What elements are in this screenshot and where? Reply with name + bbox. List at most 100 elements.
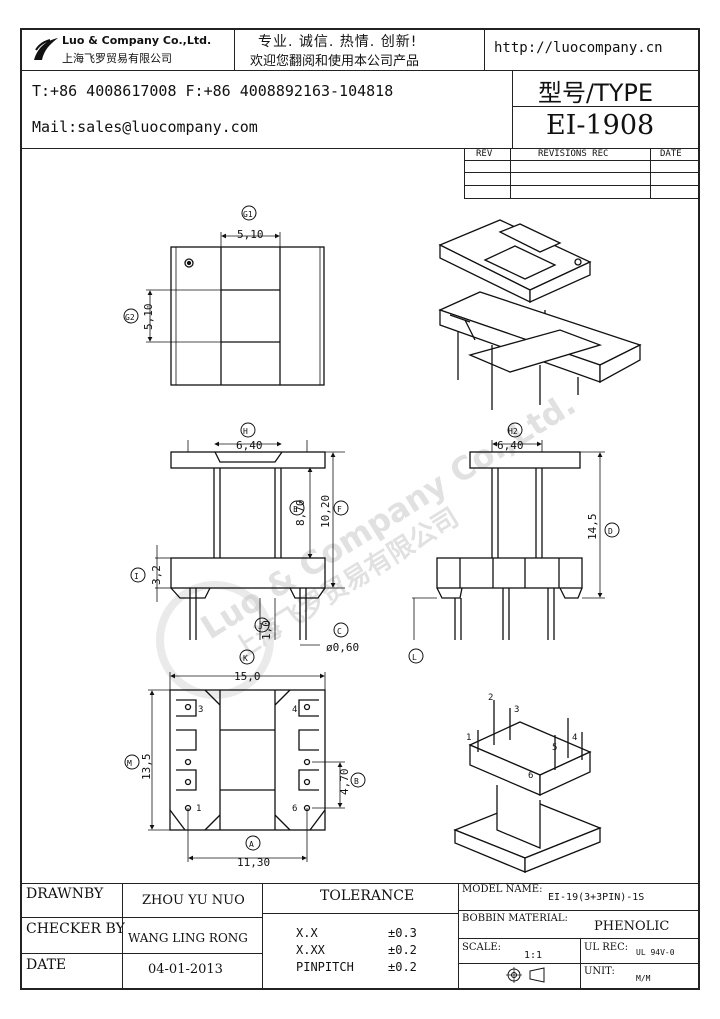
revisions-rec-header: REVISIONS REC (538, 149, 609, 159)
label-h2: H2 (508, 427, 518, 436)
tol-val-xxx: ±0.2 (388, 943, 417, 957)
label-c: C (337, 627, 342, 636)
rev-row-line (464, 160, 700, 161)
bottom-view (124, 649, 366, 862)
tb-col-line (122, 883, 123, 990)
dim-15-0: 15,0 (234, 670, 261, 683)
rev-col-line (650, 148, 651, 198)
label-i: I (134, 572, 139, 581)
pin-number-1: 1 (196, 804, 201, 814)
dim-13-5: 13,5 (140, 754, 153, 781)
company-name-cn: 上海飞罗贸易有限公司 (62, 52, 172, 65)
header-bottom-divider (20, 148, 700, 149)
rev-row-line (464, 172, 700, 173)
rev-col-line (510, 148, 511, 198)
label-g2: G2 (125, 313, 135, 322)
label-a: A (249, 840, 254, 849)
header-divider (20, 70, 700, 71)
type-value: EI-1908 (546, 110, 655, 141)
dim-11-30: 11,30 (237, 856, 270, 869)
ulrec-value: UL 94V-0 (636, 948, 675, 957)
dim-5-10-vertical: 5,10 (142, 304, 155, 331)
front-view (130, 422, 349, 646)
pin-number-4: 4 (292, 705, 297, 715)
rev-row-line (464, 185, 700, 186)
label-k: K (243, 654, 248, 663)
label-h: H (243, 427, 248, 436)
tb-col-line (580, 938, 581, 990)
label-b: B (354, 777, 359, 786)
type-box-divider (512, 70, 513, 148)
iso-pin-2: 2 (488, 693, 493, 703)
scale-label: SCALE: (462, 942, 502, 953)
label-g1: G1 (243, 210, 253, 219)
tb-row-line (458, 963, 700, 964)
drawnby-value: ZHOU YU NUO (142, 893, 245, 908)
dim-pin-diameter: ø0,60 (326, 641, 359, 654)
slogan-line-1: 专业. 诚信. 热情. 创新! (258, 34, 418, 50)
tb-row-line (458, 910, 700, 911)
tolerance-label: TOLERANCE (320, 888, 415, 904)
label-e: E (293, 505, 298, 514)
dim-5-10-horizontal: 5,10 (237, 228, 264, 241)
iso-pin-6: 6 (528, 771, 533, 781)
pin-number-3: 3 (198, 705, 203, 715)
type-box-mid (512, 106, 700, 107)
top-view (123, 205, 325, 386)
iso-view-top (438, 219, 642, 410)
iso-pin-4: 4 (572, 733, 577, 743)
dim-6-40-front: 6,40 (236, 439, 263, 452)
mail-address[interactable]: Mail:sales@luocompany.com (32, 118, 258, 136)
rev-row-line (464, 198, 700, 199)
label-f: F (337, 505, 342, 514)
bobbin-label: BOBBIN MATERIAL: (462, 913, 568, 924)
rev-header: REV (476, 149, 493, 159)
model-value: EI-19(3+3PIN)-1S (548, 892, 645, 903)
label-d: D (608, 527, 613, 536)
header-vdiv-2 (484, 28, 485, 70)
iso-pin-3: 3 (514, 705, 519, 715)
website-link[interactable]: http://luocompany.cn (494, 40, 663, 56)
date-label: DATE (26, 957, 67, 973)
drawing-frame (20, 28, 700, 990)
label-j: J (258, 622, 263, 631)
dim-10-20: 10,20 (319, 495, 332, 528)
unit-label: UNIT: (584, 966, 615, 977)
checker-value: WANG LING RONG (128, 931, 248, 945)
tol-val-pinpitch: ±0.2 (388, 960, 417, 974)
dim-4-70: 4,70 (338, 769, 351, 796)
iso-view-bottom (453, 700, 602, 873)
date-header: DATE (660, 149, 682, 159)
model-label: MODEL NAME: (462, 884, 543, 895)
tb-col-line (262, 883, 263, 990)
tol-key-xxx: X.XX (296, 943, 325, 957)
iso-pin-5: 5 (552, 743, 557, 753)
side-view (408, 422, 620, 664)
dim-3-2: 3,2 (150, 565, 163, 585)
pin-number-6: 6 (292, 804, 297, 814)
type-label: 型号/TYPE (538, 79, 654, 107)
watermark: Luo & Company Co.,Ltd. 上海飞罗贸易有限公司 (156, 385, 582, 699)
header-vdiv-1 (234, 28, 235, 70)
tb-col-line (458, 883, 459, 990)
tol-key-pinpitch: PINPITCH (296, 960, 354, 974)
company-name-en: Luo & Company Co.,Ltd. (62, 34, 212, 47)
dim-1-0: 1,0 (260, 620, 273, 640)
scale-value: 1:1 (524, 950, 543, 961)
date-value: 04-01-2013 (148, 962, 223, 977)
dim-14-5: 14,5 (586, 514, 599, 541)
tb-row-line (20, 917, 262, 918)
phone-fax: T:+86 4008617008 F:+86 4008892163-104818 (32, 82, 394, 100)
iso-pin-1: 1 (466, 733, 471, 743)
slogan-line-2: 欢迎您翻阅和使用本公司产品 (250, 54, 420, 69)
dim-8-70: 8,70 (294, 500, 307, 527)
projection-symbol-icon (506, 967, 545, 983)
dim-6-40-side: 6,40 (497, 439, 524, 452)
drawnby-label: DRAWNBY (26, 886, 104, 902)
tb-row-line (20, 953, 262, 954)
checker-label: CHECKER BY (26, 921, 125, 937)
ulrec-label: UL REC: (584, 942, 629, 953)
company-logo-icon (34, 38, 58, 60)
tol-val-xx: ±0.3 (388, 926, 417, 940)
